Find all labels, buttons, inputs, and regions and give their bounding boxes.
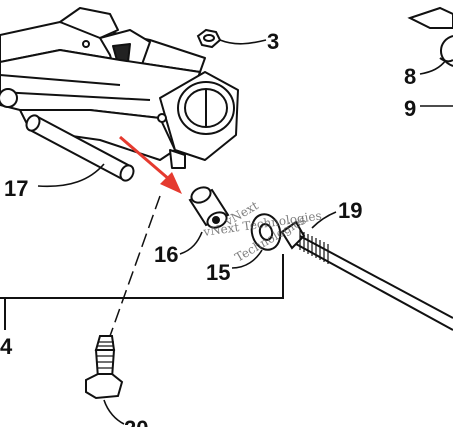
- assembly-axis-line: [109, 195, 161, 337]
- part-19-bolt: [280, 220, 453, 331]
- part-17-pin: [25, 114, 135, 182]
- parts-8-9-component: [407, 6, 453, 67]
- callout-19: 19: [338, 198, 362, 223]
- callout-16: 16: [154, 242, 178, 267]
- part-20-bolt: [85, 335, 124, 400]
- callout-20: 20: [124, 416, 148, 427]
- callout-17: 17: [4, 176, 28, 201]
- red-direction-arrow: [119, 135, 182, 194]
- callout-9: 9: [404, 96, 416, 121]
- assembly-group-bracket: [0, 254, 284, 330]
- callout-labels: 3 8 9 17 19 16 15 4 20: [0, 29, 416, 427]
- callout-15: 15: [206, 260, 230, 285]
- part-3-nut: [196, 28, 222, 49]
- part-15-washer: [250, 213, 282, 251]
- callout-8: 8: [404, 64, 416, 89]
- callout-4: 4: [0, 334, 13, 359]
- leader-lines: [37, 39, 453, 425]
- callout-3: 3: [267, 29, 279, 54]
- frame-bracket-assembly: [0, 7, 239, 169]
- part-16-bushing: [188, 186, 230, 229]
